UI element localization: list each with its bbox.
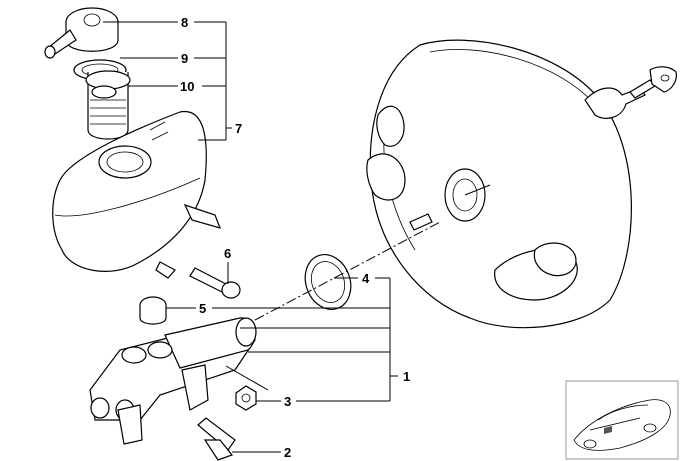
callout-3: 3 <box>284 394 291 409</box>
callout-6: 6 <box>224 246 231 261</box>
nut <box>235 385 257 411</box>
callout-1: 1 <box>403 369 410 384</box>
fluid-reservoir <box>52 110 221 279</box>
callout-2: 2 <box>284 445 291 460</box>
screw <box>189 267 241 299</box>
callout-4: 4 <box>362 271 370 286</box>
o-ring <box>304 254 352 310</box>
reservoir-filter <box>85 70 131 140</box>
vehicle-thumbnail <box>565 380 679 460</box>
sensor <box>197 417 236 461</box>
callout-10: 10 <box>180 79 194 94</box>
brake-booster <box>366 39 677 329</box>
grommet <box>139 296 167 325</box>
master-cylinder <box>89 317 257 445</box>
reservoir-cap <box>44 7 119 59</box>
callout-5: 5 <box>199 301 206 316</box>
callout-7: 7 <box>235 121 242 136</box>
callout-8: 8 <box>181 15 188 30</box>
callout-9: 9 <box>181 51 188 66</box>
leader-lines <box>103 21 398 453</box>
